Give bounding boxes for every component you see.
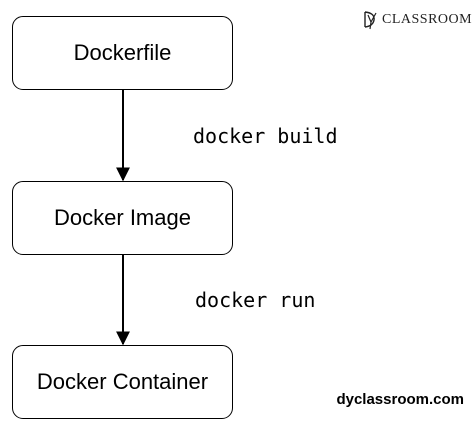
logo-mark-icon xyxy=(364,11,377,30)
node-docker-container: Docker Container xyxy=(12,345,233,419)
logo-text: CLASSROOM xyxy=(382,12,473,27)
node-dockerfile: Dockerfile xyxy=(12,16,233,90)
site-watermark: dyclassroom.com xyxy=(336,391,464,408)
edge-label-docker-run: docker run xyxy=(195,288,316,312)
edge-label-docker-build: docker build xyxy=(193,124,338,148)
node-docker-image: Docker Image xyxy=(12,181,233,255)
brand-logo: CLASSROOM xyxy=(362,10,472,30)
